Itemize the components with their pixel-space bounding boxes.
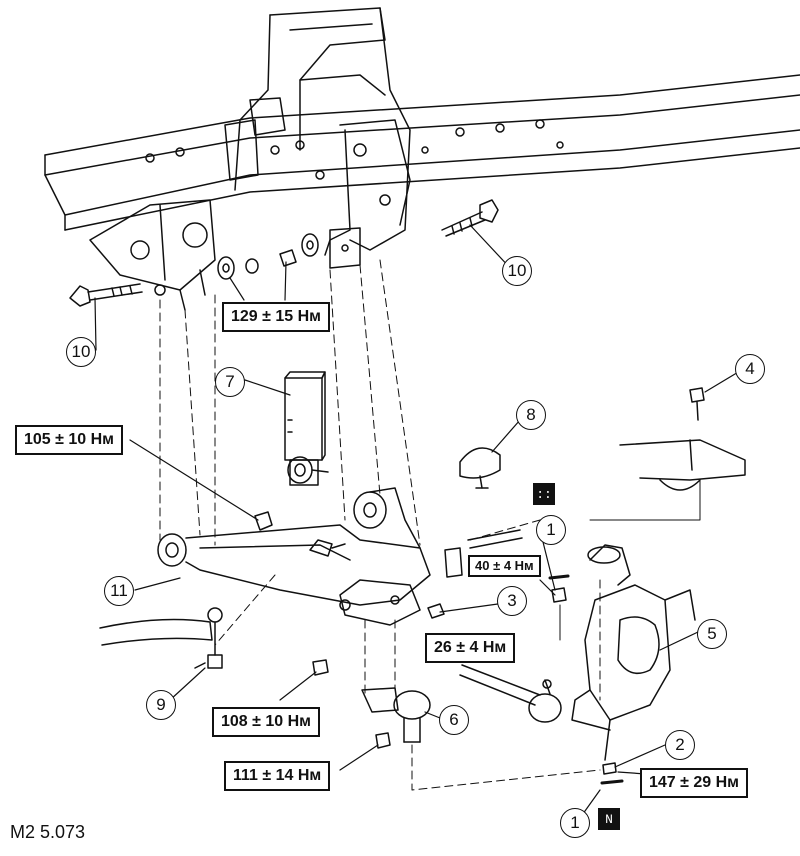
- bolt-left: [69, 283, 143, 307]
- callout-7: 7: [215, 367, 245, 397]
- torque-label-26: 26 ± 4 Нм: [425, 633, 516, 663]
- torque-label-40: 40 ± 4 Нм: [468, 555, 541, 577]
- torque-label-129: 129 ± 15 Нм: [222, 302, 330, 332]
- callout-3: 3: [497, 586, 527, 616]
- callout-10-left: 10: [66, 337, 96, 367]
- shock-absorber: [284, 371, 329, 486]
- callout-4: 4: [735, 354, 765, 384]
- callout-1-lower: 1: [560, 808, 590, 838]
- callout-6: 6: [439, 705, 469, 735]
- callout-11: 11: [104, 576, 134, 606]
- callout-9: 9: [146, 690, 176, 720]
- upper-arm-fragment: [619, 439, 746, 491]
- lower-control-arm: [157, 487, 431, 626]
- lubricate-symbol: ::: [533, 483, 555, 505]
- torque-label-111: 111 ± 14 Нм: [224, 761, 331, 791]
- callout-10-right: 10: [502, 256, 532, 286]
- callout-2: 2: [665, 730, 695, 760]
- torque-label-108: 108 ± 10 Нм: [212, 707, 320, 737]
- torque-label-105: 105 ± 10 Нм: [15, 425, 123, 455]
- solid-guide-lines: [559, 479, 701, 641]
- washer-marks: [548, 574, 624, 785]
- bolt-right: [441, 199, 499, 237]
- steering-knuckle: [571, 544, 696, 761]
- callout-5: 5: [697, 619, 727, 649]
- washers-and-nuts: [217, 233, 319, 280]
- callout-1-upper: 1: [536, 515, 566, 545]
- ball-joint: [361, 687, 431, 743]
- stabilizer-bar: [99, 607, 223, 669]
- alignment-lines: [159, 259, 601, 791]
- torque-label-147: 147 ± 29 Нм: [640, 768, 748, 798]
- tie-rod-end: [459, 664, 562, 723]
- callout-8: 8: [516, 400, 546, 430]
- left-mount-bracket: [89, 199, 216, 311]
- figure-code: M2 5.073: [10, 822, 86, 842]
- bump-stop: [459, 447, 501, 489]
- chassis-frame: [44, 74, 800, 231]
- new-part-symbol: N: [598, 808, 620, 830]
